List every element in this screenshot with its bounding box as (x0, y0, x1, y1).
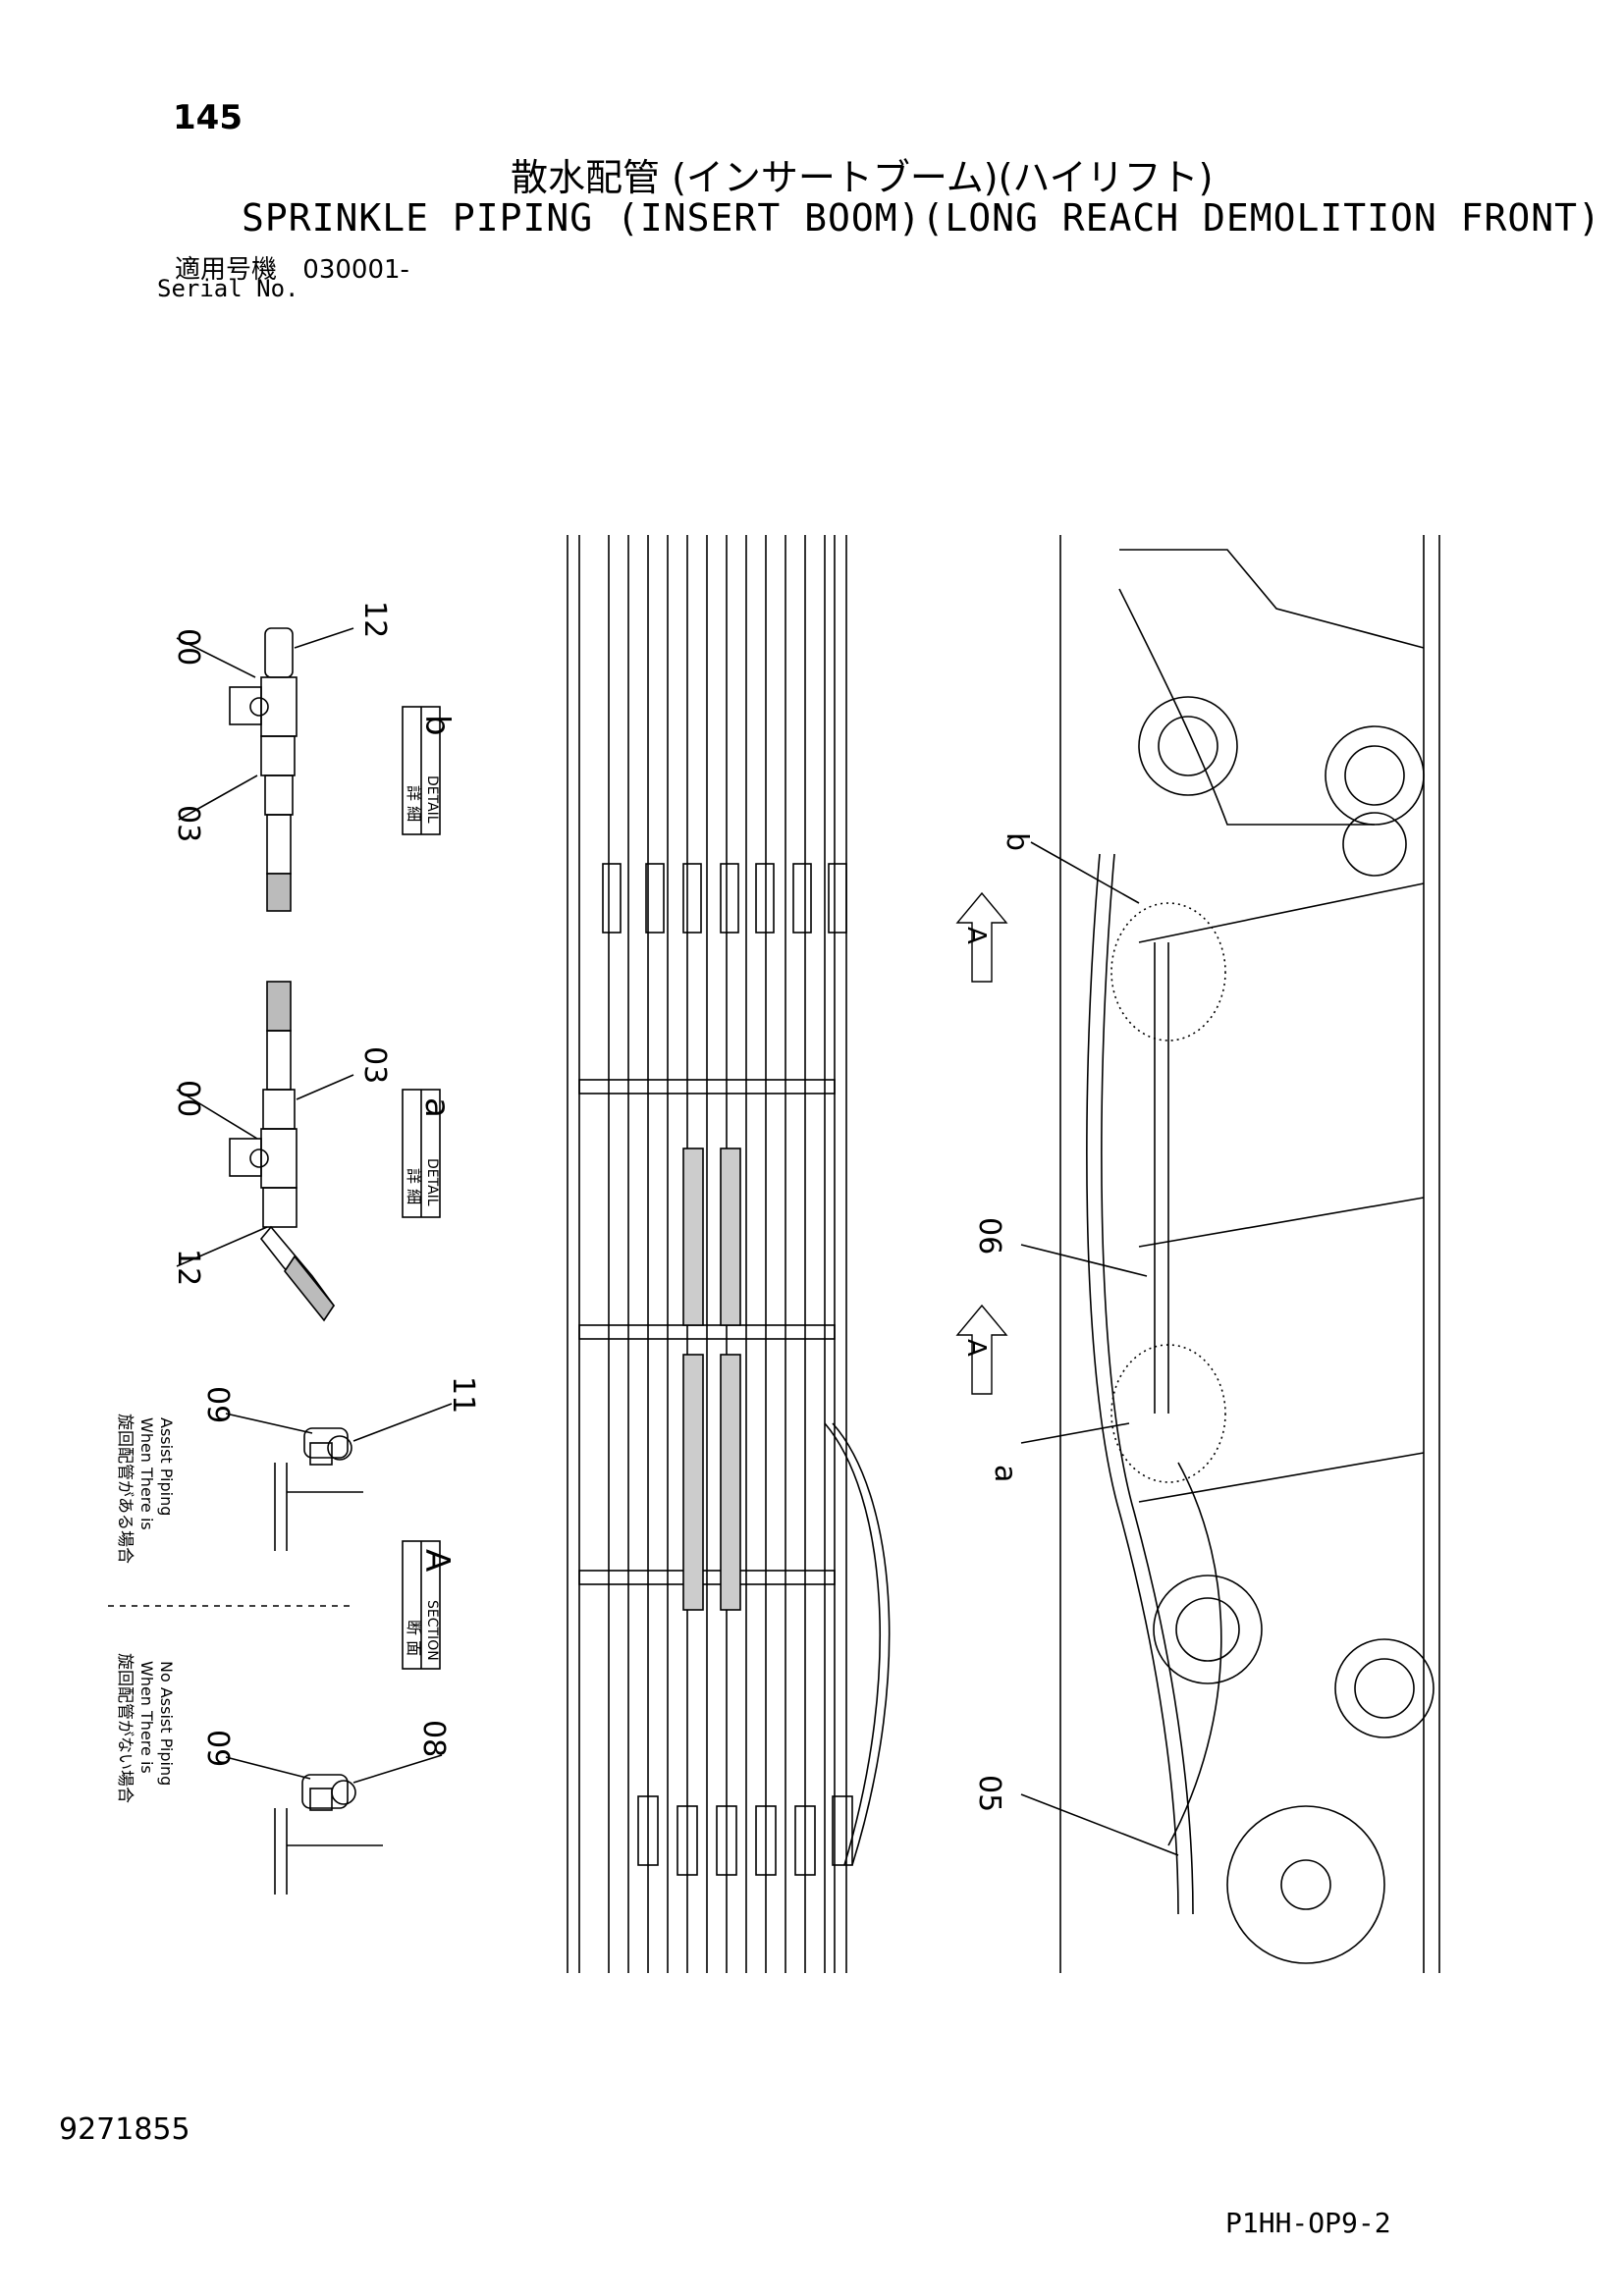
callout-main-a: a (988, 1465, 1022, 1482)
title-english: SPRINKLE PIPING (INSERT BOOM)(LONG REACH… (242, 196, 1601, 240)
section-a-label-box (402, 1540, 441, 1670)
serial-label-en: Serial No. (157, 275, 299, 302)
assist-no-jp: 旋回配管がない場合 (115, 1653, 135, 1803)
detail-b-drawing (176, 627, 354, 912)
section-a-no-assist-drawing (225, 1754, 443, 1895)
detail-a-en: DETAIL (424, 1158, 440, 1206)
callout-no-assist-09: 09 (200, 1730, 235, 1767)
section-a-jp: 断 面 (405, 1620, 423, 1656)
page-number: 145 (173, 98, 243, 137)
detail-a-drawing (176, 981, 354, 1322)
section-arrow-a-1: A (961, 927, 991, 944)
section-a-en: SECTION (424, 1600, 440, 1661)
callout-detail-a-12: 12 (171, 1249, 205, 1286)
assist-no-en2: No Assist Piping (157, 1661, 176, 1786)
detail-b-label-box (402, 706, 441, 835)
callout-assist-09: 09 (200, 1386, 235, 1423)
assist-yes-en1: When There is (137, 1417, 156, 1530)
callout-main-05: 05 (972, 1775, 1006, 1812)
detail-a-label-box (402, 1089, 441, 1218)
serial-label-jp: 適用号機 (175, 255, 278, 285)
middle-boom-drawing (567, 535, 891, 1973)
assist-yes-jp: 旋回配管がある場合 (115, 1414, 135, 1564)
callout-detail-b-00: 00 (171, 628, 205, 666)
serial-line: 適用号機 030001- (175, 249, 409, 286)
callout-main-06: 06 (972, 1217, 1006, 1255)
callout-no-assist-08: 08 (416, 1720, 451, 1757)
callout-assist-11: 11 (446, 1376, 480, 1414)
callout-detail-a-00: 00 (171, 1080, 205, 1117)
callout-detail-b-03: 03 (171, 805, 205, 842)
detail-b-en: DETAIL (424, 775, 440, 824)
assist-no-en1: When There is (137, 1661, 156, 1774)
callout-detail-a-03: 03 (357, 1046, 392, 1084)
serial-number: 030001- (302, 255, 409, 285)
callout-main-b: b (1000, 832, 1034, 851)
document-number: 9271855 (59, 2112, 190, 2147)
drawing-code: P1HH-OP9-2 (1225, 2207, 1391, 2239)
assist-yes-en2: Assist Piping (157, 1417, 176, 1516)
callout-detail-b-12: 12 (357, 601, 392, 638)
detail-a-letter: a (417, 1097, 457, 1118)
detail-a-jp: 詳 細 (405, 1168, 423, 1204)
detail-b-letter: b (417, 715, 457, 736)
section-arrow-a-2: A (961, 1339, 991, 1357)
title-japanese: 散水配管 (インサートブーム)(ハイリフト) (511, 156, 1214, 199)
section-a-with-assist-drawing (225, 1403, 453, 1551)
detail-b-jp: 詳 細 (405, 785, 423, 822)
section-a-letter: A (417, 1549, 457, 1572)
right-boom-drawing (955, 535, 1440, 1973)
